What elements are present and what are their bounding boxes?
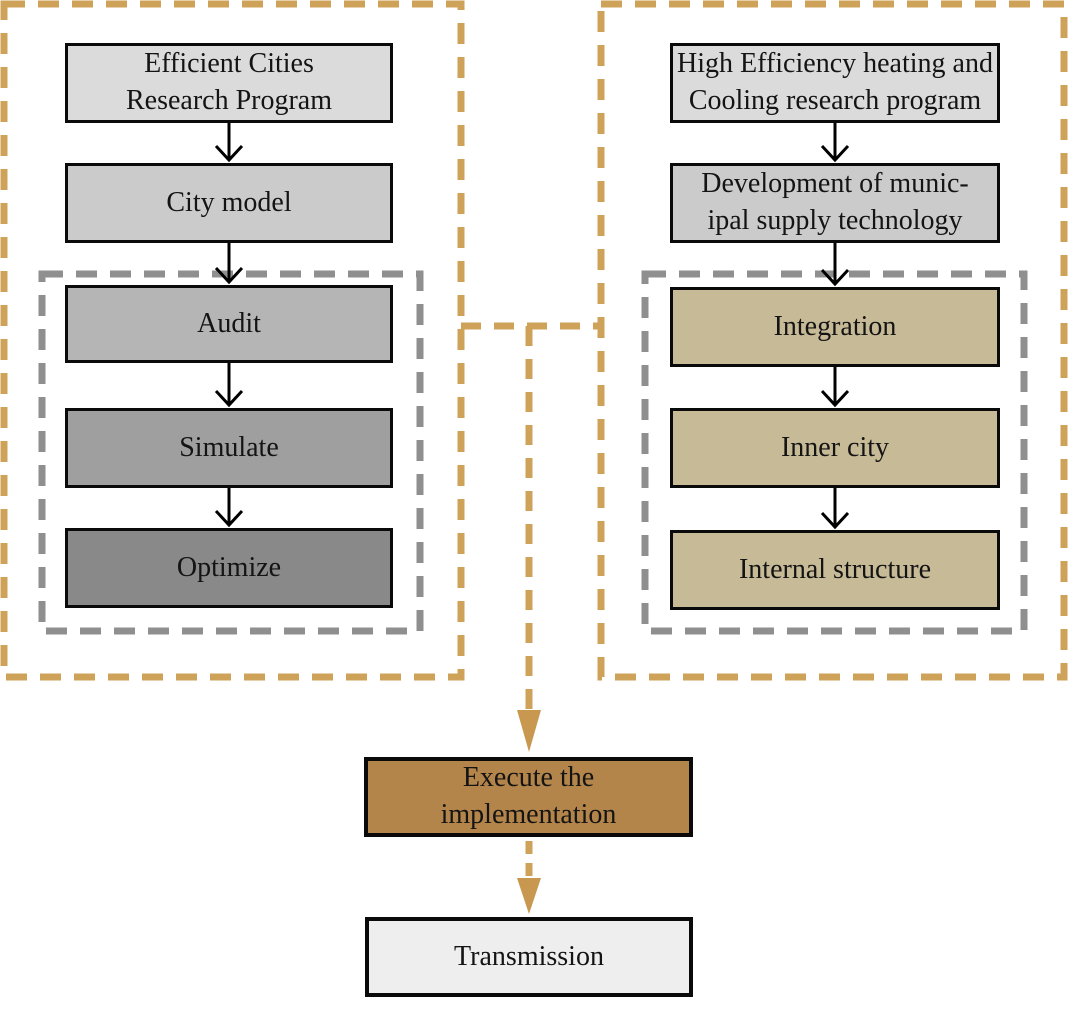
right-program-dashed-container bbox=[597, 0, 1068, 681]
box-internal-structure: Internal structure bbox=[670, 530, 1000, 610]
box-optimize: Optimize bbox=[65, 528, 393, 608]
box-city-model: City model bbox=[65, 163, 393, 243]
box-development-municipal-supply-technology: Development of munic- ipal supply techno… bbox=[670, 163, 1000, 243]
box-high-efficiency-heating-cooling-program: High Efficiency heating and Cooling rese… bbox=[670, 43, 1000, 123]
left-program-dashed-container bbox=[0, 0, 465, 681]
box-efficient-cities-research-program: Efficient Cities Research Program bbox=[65, 43, 393, 123]
left-flow-arrows bbox=[214, 123, 244, 528]
right-flow-arrows bbox=[820, 123, 850, 530]
box-integration: Integration bbox=[670, 287, 1000, 367]
transmission-arrowhead bbox=[517, 878, 541, 914]
box-simulate: Simulate bbox=[65, 408, 393, 488]
box-inner-city: Inner city bbox=[670, 408, 1000, 488]
left-phase-dashed-container bbox=[38, 270, 424, 635]
merge-arrowhead bbox=[517, 710, 541, 752]
box-audit: Audit bbox=[65, 285, 393, 363]
merge-connector-dashed bbox=[461, 322, 598, 710]
box-execute-implementation: Execute the implementation bbox=[364, 757, 693, 837]
box-transmission: Transmission bbox=[365, 917, 693, 997]
